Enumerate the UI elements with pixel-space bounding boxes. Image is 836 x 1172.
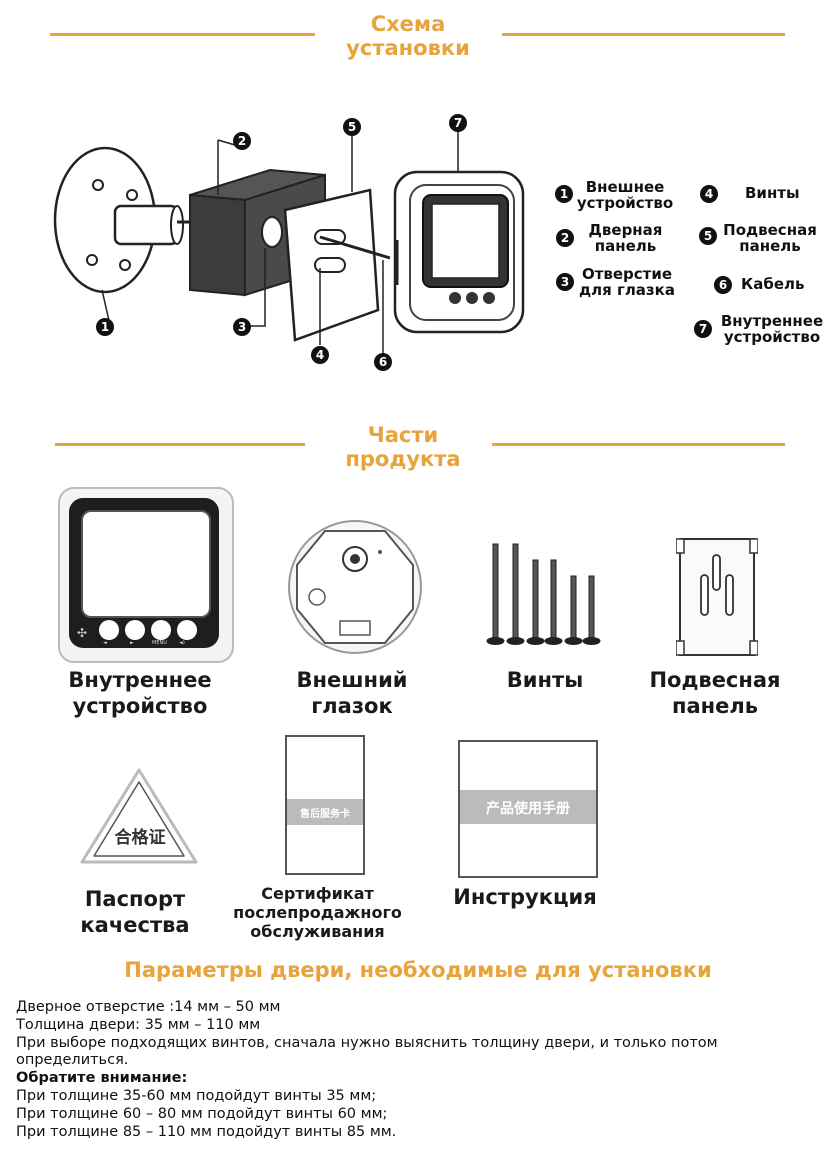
legend-item-3-line1: Отверстие [581,265,673,283]
parts-rule-left [55,443,305,446]
section-rule-left [50,33,315,36]
part-label-service-certificate-line2: послепродажного [233,903,402,922]
part-label-outer-eye-line2: глазок [311,694,393,718]
part-label-hanging-panel: Подвесная панель [630,667,800,719]
legend-item-1: Внешнее устройство [575,179,675,211]
legend-item-2-line2: панель [594,237,657,255]
legend-item-7-line1: Внутреннее [720,312,824,330]
part-label-inner-device: Внутреннее устройство [45,667,235,719]
diagram-callout-7: 7 [449,114,467,132]
manual-text: 产品使用手册 [486,801,570,817]
device-button-label-4: ◄) [179,640,185,646]
inner-device-picture: ✣ ◄ ► MENU ◄) [58,487,234,663]
diagram-callout-2: 2 [233,132,251,150]
inner-device-drawing [393,170,525,334]
menu-button-icon [151,620,171,640]
param-line-4: определиться. [16,1052,129,1068]
parts-title-line2: продукта [345,447,461,471]
install-scheme-title: Схема установки [318,12,498,60]
diagram-callout-6: 6 [374,353,392,371]
legend-item-2: Дверная панель [578,222,673,254]
legend-num-5: 5 [699,227,717,245]
diagram-callout-1: 1 [96,318,114,336]
left-button-icon [99,620,119,640]
legend-item-7-line2: устройство [723,328,821,346]
legend-item-1-line2: устройство [576,194,674,212]
part-label-service-certificate-line1: Сертификат [261,884,374,903]
bell-button-icon [177,620,197,640]
legend-num-3: 3 [556,273,574,291]
part-label-hanging-panel-line1: Подвесная [649,668,781,692]
quality-stamp-text: 合格证 [114,828,166,848]
hanging-plate-drawing [283,188,391,342]
part-label-inner-device-line2: устройство [72,694,208,718]
param-line-6: При толщине 35-60 мм подойдут винты 35 м… [16,1088,377,1104]
legend-item-7: Внутреннее устройство [716,313,828,345]
diagram-callout-5: 5 [343,118,361,136]
device-buttons: ✣ ◄ ► MENU ◄) [75,620,215,646]
hanging-panel-picture [676,538,758,656]
manual-picture: 产品使用手册 [458,740,598,878]
installation-diagram [53,124,525,355]
outer-eye-picture [288,520,422,654]
service-card-picture: 售后服务卡 [285,735,365,875]
product-parts-title: Части продукта [318,423,488,471]
legend-num-4: 4 [700,185,718,203]
legend-num-6: 6 [714,276,732,294]
legend-num-2: 2 [556,229,574,247]
legend-item-1-line1: Внешнее [585,178,665,196]
param-line-7: При толщине 60 – 80 мм подойдут винты 60… [16,1106,388,1122]
diagram-callout-4: 4 [311,346,329,364]
service-card-text: 售后服务卡 [300,809,350,820]
part-label-outer-eye: Внешний глазок [272,667,432,719]
mic-icon: ✣ [77,626,88,640]
legend-num-7: 7 [694,320,712,338]
outer-device-drawing [53,146,215,294]
legend-item-6: Кабель [741,275,805,293]
part-label-quality-passport: Паспорт качества [55,886,215,938]
part-label-screws-line1: Винты [506,668,584,692]
device-button-label-1: ◄ [103,640,107,646]
part-label-service-certificate-line3: обслуживания [250,922,385,941]
quality-passport-picture [80,768,198,864]
part-label-inner-device-line1: Внутреннее [68,668,212,692]
part-label-screws: Винты [480,667,610,693]
part-label-service-certificate: Сертификат послепродажного обслуживания [215,884,420,941]
param-line-5-note: Обратите внимание: [16,1070,188,1086]
legend-item-5-line1: Подвесная [723,221,817,239]
right-button-icon [125,620,145,640]
param-line-8: При толщине 85 – 110 мм подойдут винты 8… [16,1124,397,1140]
install-title-line1: Схема [370,12,446,36]
legend-item-5: Подвесная панель [720,222,820,254]
screws-picture [486,543,601,645]
manual-band [460,790,596,824]
part-label-manual: Инструкция [440,884,610,910]
part-label-manual-line1: Инструкция [453,885,597,909]
device-button-label-3: MENU [152,640,167,646]
device-button-label-2: ► [130,640,134,646]
door-params-title: Параметры двери, необходимые для установ… [124,958,712,982]
param-line-1: Дверное отверстие :14 мм – 50 мм [16,999,281,1015]
legend-item-5-line2: панель [739,237,801,255]
parts-title-line1: Части [367,423,439,447]
legend-item-3-line2: для глазка [579,281,675,299]
part-label-quality-passport-line2: качества [80,913,190,937]
part-label-hanging-panel-line2: панель [671,694,759,718]
part-label-outer-eye-line1: Внешний [296,668,408,692]
diagram-callout-3: 3 [233,318,251,336]
part-label-quality-passport-line1: Паспорт [84,887,186,911]
legend-item-2-line1: Дверная [588,221,663,239]
param-line-2: Толщина двери: 35 мм – 110 мм [16,1017,261,1033]
param-line-3: При выборе подходящих винтов, сначала ну… [16,1035,718,1051]
legend-num-1: 1 [555,185,573,203]
legend-item-4: Винты [745,184,800,202]
legend-item-3: Отверстие для глазка [576,266,678,298]
parts-rule-right [492,443,785,446]
section-rule-right [502,33,785,36]
service-card-band [287,799,363,825]
install-title-line2: установки [346,36,470,60]
